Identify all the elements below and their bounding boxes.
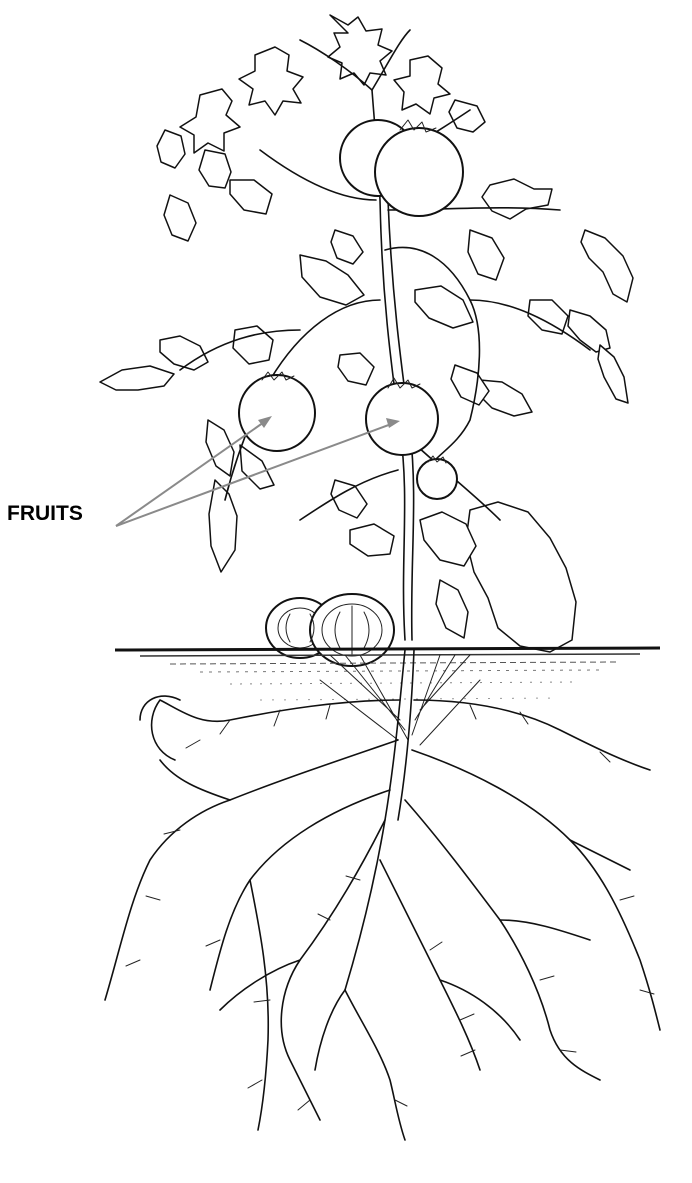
fruit-left <box>239 375 315 451</box>
roots <box>105 650 660 1140</box>
fruit-top-front <box>375 128 463 216</box>
fruit-small <box>417 459 457 499</box>
fruit-center <box>366 383 438 455</box>
soil <box>115 648 660 745</box>
foliage <box>100 15 633 652</box>
fruits <box>239 120 463 666</box>
fruits-label: FRUITS <box>7 502 83 525</box>
